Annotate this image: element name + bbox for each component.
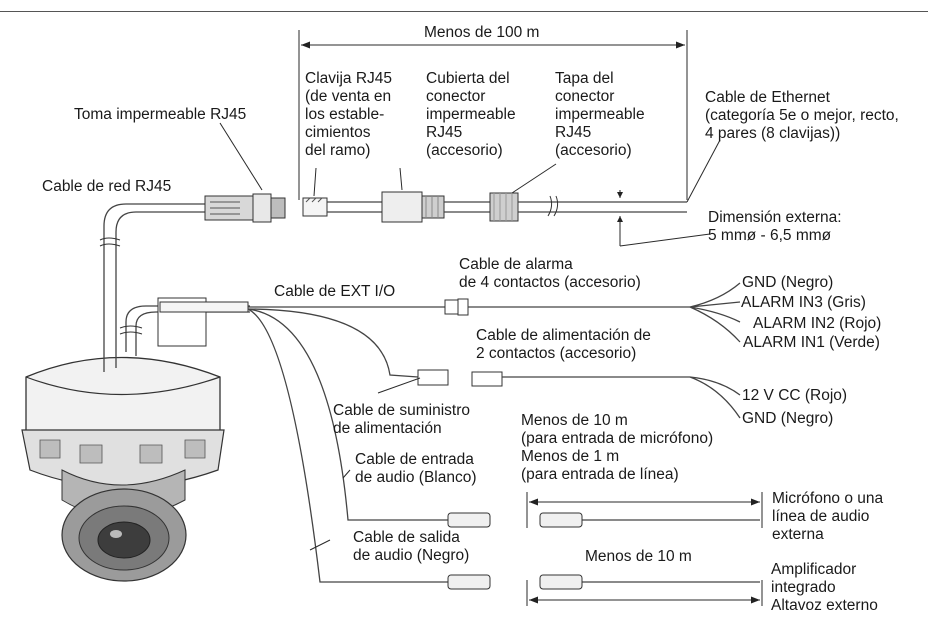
dimension-audio: [526, 492, 763, 606]
label-power-supply-cable: Cable de suministro de alimentación: [333, 402, 470, 437]
label-external-dim: Dimensión externa: 5 mmø - 6,5 mmø: [708, 209, 842, 244]
label-gnd-black-2: GND (Negro): [742, 410, 834, 427]
label-amplifier: Amplificador integrado Altavoz externo: [771, 561, 878, 614]
audio-cables: [447, 512, 760, 590]
label-len-100: Menos de 100 m: [424, 24, 540, 41]
label-rj45-net-cable: Cable de red RJ45: [42, 178, 172, 195]
label-alarm-in2: ALARM IN2 (Rojo): [753, 315, 882, 332]
label-rj45-jack: Toma impermeable RJ45: [74, 106, 247, 123]
ext-io-cable: [119, 297, 460, 583]
leader-lines: [219, 122, 721, 247]
dome-camera: [21, 356, 225, 582]
label-audio-in-cable: Cable de entrada de audio (Blanco): [355, 451, 477, 486]
label-connector-cover: Cubierta del conector impermeable RJ45 (…: [426, 70, 516, 159]
leader-lines-lower: [309, 377, 421, 551]
label-ethernet-cable: Cable de Ethernet (categoría 5e o mejor,…: [705, 89, 899, 142]
label-len-10-mic: Menos de 10 m (para entrada de micrófono…: [521, 412, 714, 483]
label-gnd-black-1: GND (Negro): [742, 274, 834, 291]
label-mic-line: Micrófono o una línea de audio externa: [772, 490, 884, 543]
label-power-cable: Cable de alimentación de 2 contactos (ac…: [476, 327, 651, 362]
label-audio-out-cable: Cable de salida de audio (Negro): [353, 529, 470, 564]
label-alarm-in3: ALARM IN3 (Gris): [741, 294, 866, 311]
label-12v-red: 12 V CC (Rojo): [742, 387, 848, 404]
rj45-network-cable: [99, 193, 286, 372]
ethernet-assembly: [302, 190, 687, 224]
label-alarm-cable: Cable de alarma de 4 contactos (accesori…: [459, 256, 641, 291]
dimension-100m: [298, 30, 688, 200]
label-len-10-out: Menos de 10 m: [585, 548, 692, 565]
alarm-cable: [457, 282, 741, 343]
label-connector-cap: Tapa del conector impermeable RJ45 (acce…: [555, 70, 645, 159]
power-cable: [417, 369, 741, 419]
label-ext-io-cable: Cable de EXT I/O: [274, 283, 396, 300]
label-rj45-plug: Clavija RJ45 (de venta en los estable- c…: [305, 70, 393, 159]
label-alarm-in1: ALARM IN1 (Verde): [743, 334, 880, 351]
